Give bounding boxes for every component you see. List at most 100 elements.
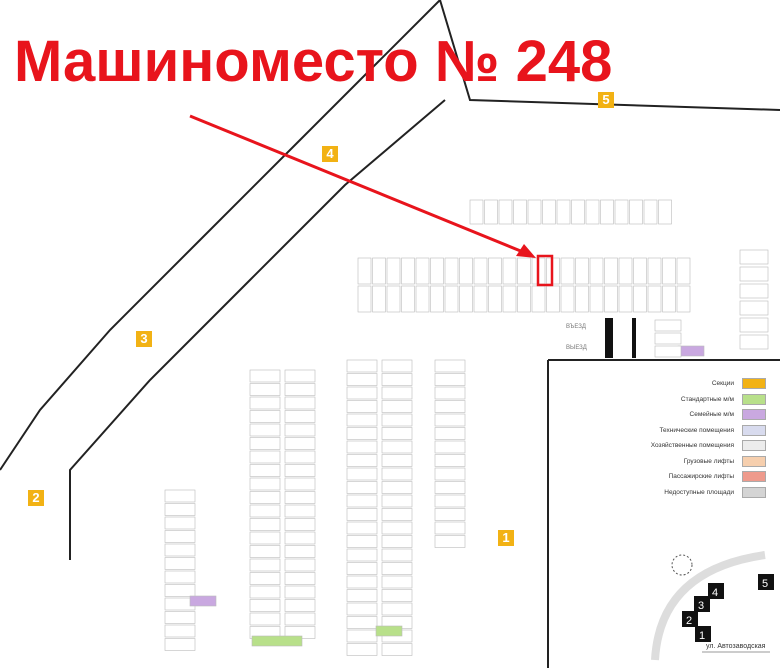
parking-spot <box>459 257 473 285</box>
parking-spot <box>164 624 196 638</box>
parking-spot <box>249 477 281 491</box>
parking-spot <box>284 464 316 477</box>
parking-spot <box>401 285 415 313</box>
parking-spot <box>434 535 466 548</box>
parking-spot <box>434 508 466 521</box>
parking-spot <box>531 285 546 313</box>
parking-spot <box>284 612 316 626</box>
parking-spot <box>381 494 413 508</box>
parking-spot <box>249 504 281 518</box>
parking-spot <box>164 638 196 651</box>
parking-spot <box>633 285 647 313</box>
parking-spot <box>381 400 413 413</box>
parking-spot <box>381 562 413 575</box>
parking-spot <box>164 611 196 624</box>
highlighted-spot-248 <box>536 254 554 287</box>
parking-spot <box>249 464 281 477</box>
legend-label: Технические помещения <box>659 426 734 434</box>
parking-spot <box>164 530 196 543</box>
minimap-building-label: 1 <box>699 630 705 642</box>
parking-spot <box>434 427 466 440</box>
parking-spot <box>434 440 466 454</box>
parking-spot <box>614 199 629 225</box>
parking-spot <box>284 572 316 585</box>
parking-spot <box>589 285 604 313</box>
parking-spot <box>386 257 401 285</box>
parking-spot <box>434 467 466 481</box>
parking-spot <box>346 535 378 548</box>
parking-spot <box>677 345 705 357</box>
parking-spot <box>662 285 676 313</box>
parking-spot <box>381 535 413 548</box>
parking-spot <box>739 300 769 316</box>
parking-spot <box>284 410 316 423</box>
parking-spot <box>357 285 372 313</box>
parking-spot <box>249 585 281 599</box>
parking-spot <box>381 427 413 440</box>
parking-spot <box>249 572 281 585</box>
parking-spot <box>249 599 281 612</box>
parking-spot <box>249 531 281 545</box>
parking-spot <box>284 396 316 410</box>
parking-spot <box>546 285 560 313</box>
legend-label: Пассажирские лифты <box>668 473 734 480</box>
parking-spot <box>517 257 531 285</box>
parking-spot <box>444 257 459 285</box>
parking-spot <box>484 199 498 225</box>
legend-swatch <box>742 424 766 436</box>
parking-spot <box>189 595 217 607</box>
legend-item: Недоступные площади <box>664 486 766 498</box>
parking-spot <box>381 548 413 562</box>
arrow-head <box>516 244 536 258</box>
parking-spot <box>346 400 378 413</box>
parking-spot <box>381 467 413 481</box>
parking-spot <box>381 454 413 467</box>
legend-label: Секции <box>711 380 734 387</box>
parking-spot <box>434 454 466 467</box>
parking-spot <box>381 413 413 427</box>
legend-item: Пассажирские лифты <box>669 471 766 482</box>
parking-spot <box>284 369 316 383</box>
parking-spot <box>676 257 691 285</box>
parking-spot <box>618 257 633 285</box>
legend-swatch <box>742 378 766 389</box>
parking-spot <box>517 285 531 313</box>
parking-spot <box>647 257 662 285</box>
parking-spot <box>604 285 618 313</box>
parking-spot <box>249 545 281 558</box>
parking-spot <box>527 199 542 225</box>
legend-swatch <box>742 393 766 405</box>
parking-spot <box>434 481 466 494</box>
parking-spot <box>249 383 281 396</box>
parking-spot <box>164 570 196 584</box>
parking-spot <box>381 508 413 521</box>
parking-spot <box>434 413 466 427</box>
parking-spot <box>346 629 378 643</box>
parking-spot <box>434 359 466 373</box>
parking-spot <box>575 285 589 313</box>
parking-spot <box>346 454 378 467</box>
parking-spot <box>381 359 413 373</box>
parking-spot <box>600 199 614 225</box>
parking-spot <box>249 369 281 383</box>
parking-spot <box>560 257 575 285</box>
parking-spot <box>284 531 316 545</box>
parking-spot <box>346 562 378 575</box>
parking-spot <box>459 285 473 313</box>
parking-spot <box>346 602 378 616</box>
parking-spot <box>473 285 488 313</box>
parking-spot <box>284 437 316 450</box>
legend-label: Недоступные площади <box>664 488 734 496</box>
parking-spot <box>434 494 466 508</box>
section-badge: 5 <box>598 92 614 108</box>
parking-spot <box>556 199 571 225</box>
parking-spot <box>249 491 281 504</box>
parking-spot <box>498 199 513 225</box>
legend-label: Грузовые лифты <box>683 457 734 465</box>
parking-spot <box>381 643 413 656</box>
parking-spot <box>739 249 769 265</box>
parking-spot <box>430 285 444 313</box>
outer-wall <box>0 0 441 471</box>
